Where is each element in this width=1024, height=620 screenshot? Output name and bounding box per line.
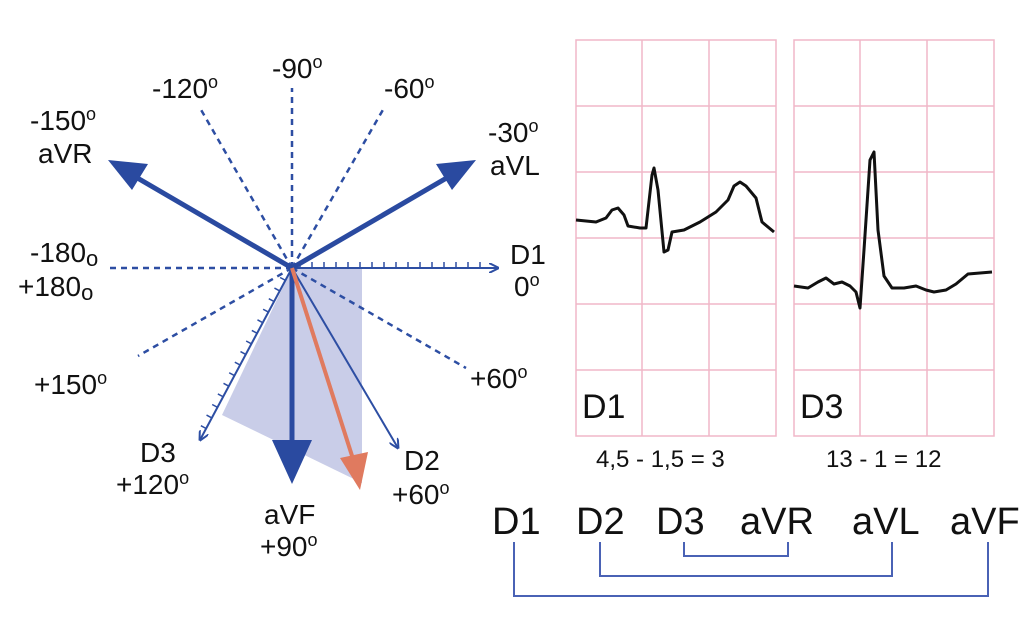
lead-row-d3: D3	[656, 501, 705, 543]
label-minus30: -30o	[488, 116, 538, 148]
d3-tick	[206, 414, 213, 419]
ecg-panel-d3-label: D3	[800, 388, 843, 426]
label-avr: aVR	[38, 138, 92, 169]
label-minus150: -150o	[30, 104, 96, 136]
dashed-axes	[108, 88, 467, 370]
d3-tick	[217, 393, 224, 398]
d3-tick	[245, 340, 252, 345]
label-avf: aVF	[264, 499, 315, 530]
label-avl: aVL	[490, 150, 540, 181]
d3-tick	[262, 308, 269, 313]
resultant-vector	[290, 267, 356, 463]
lead-connectors	[513, 542, 989, 597]
label-plus60-right: +60o	[470, 362, 528, 394]
label-plus60-d2: +60o	[392, 478, 450, 510]
label-plus90: +90o	[260, 530, 318, 562]
d3-tick	[200, 424, 207, 430]
label-minus60: -60o	[384, 72, 434, 104]
d3-tick	[279, 276, 286, 282]
ecg-panel-d1: D1	[575, 39, 777, 437]
d3-tick	[268, 298, 275, 303]
axis-line-plus150	[137, 266, 293, 358]
lead-row-avl: aVL	[852, 501, 920, 543]
d3-tick	[234, 361, 241, 366]
d3-tick	[257, 319, 264, 324]
d3-tick	[223, 382, 230, 387]
equation-d3: 13 - 1 = 12	[826, 446, 941, 473]
connector-d1-avf	[513, 542, 989, 597]
ecg-panel-d1-label: D1	[582, 388, 625, 426]
connector-d3-avr	[683, 542, 789, 557]
label-plus180: +180o	[18, 271, 93, 305]
lead-row-avr: aVR	[740, 501, 814, 543]
d3-tick	[228, 372, 235, 377]
label-zero: 0o	[514, 270, 540, 302]
d3-tick	[211, 403, 218, 408]
lead-row-avf: aVF	[950, 501, 1020, 543]
d3-tick	[251, 329, 258, 334]
label-plus120: +120o	[116, 468, 189, 500]
ecg-panel-d3: D3	[793, 39, 995, 437]
axis-line-minus120	[198, 107, 294, 269]
label-d2-axis: D2	[404, 445, 440, 476]
lead-row-d2: D2	[576, 501, 625, 543]
label-d1-axis: D1	[510, 239, 546, 270]
axis-line-plus60-dashed	[291, 266, 467, 370]
equation-d1: 4,5 - 1,5 = 3	[596, 446, 725, 473]
label-minus90: -90o	[272, 52, 322, 84]
d2-axis-arrow	[291, 267, 398, 448]
label-d3-axis: D3	[140, 437, 176, 468]
d3-tick	[240, 350, 247, 356]
label-minus120: -120o	[152, 72, 218, 104]
d3-axis-arrow	[200, 267, 293, 440]
avr-vector	[132, 173, 294, 271]
label-minus180: -180o	[30, 237, 98, 271]
avl-vector	[290, 173, 452, 271]
avf-arrowhead	[272, 440, 312, 484]
label-plus150: +150o	[34, 368, 107, 400]
ecg-trace-d3	[793, 150, 993, 310]
ecg-grid-d3	[794, 40, 994, 436]
axis-line-minus60	[290, 107, 386, 269]
d3-tick	[274, 287, 281, 292]
lead-row-d1: D1	[492, 501, 541, 543]
avl-arrowhead	[436, 160, 476, 190]
resultant-arrowhead	[340, 452, 368, 490]
heavy-vectors	[108, 160, 476, 484]
ecg-grid-d1	[576, 40, 776, 436]
d3-ticks	[200, 276, 286, 430]
connector-d2-avl	[599, 542, 893, 577]
avr-arrowhead	[108, 160, 148, 190]
ecg-trace-d1	[575, 166, 775, 254]
